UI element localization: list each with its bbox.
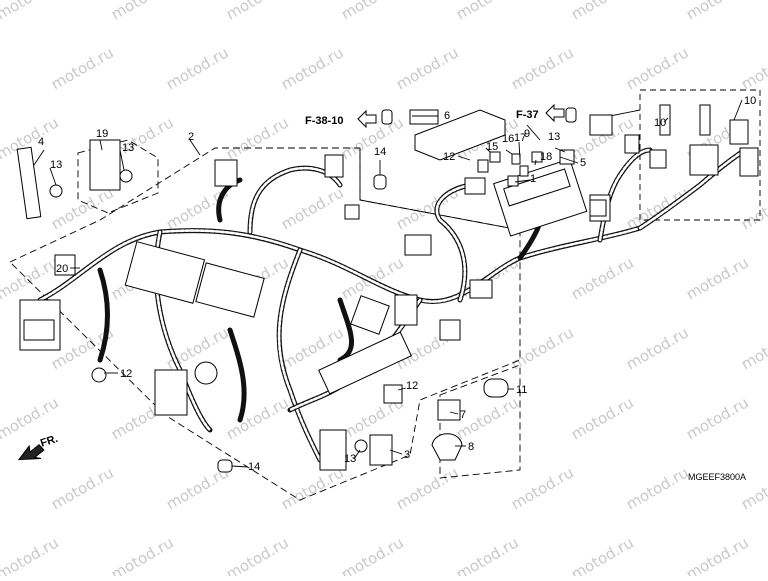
watermark-text: motod.ru (48, 43, 117, 93)
callout-18: 18 (540, 151, 552, 163)
callout-12: 12 (406, 380, 418, 392)
watermark-text: motod.ru (683, 0, 752, 23)
callout-15: 15 (486, 141, 498, 153)
watermark-text: motod.ru (108, 533, 177, 576)
drawing-code: MGEEF3800A (688, 472, 746, 482)
watermark-text: motod.ru (393, 43, 462, 93)
callout-16: 16 (502, 133, 514, 145)
callout-labels: 4 13 19 13 2 14 6 9 13 5 16 15 17 18 1 1… (38, 95, 756, 473)
watermark-text: motod.ru (683, 253, 752, 303)
watermark-text: motod.ru (508, 463, 577, 513)
callout-5: 5 (580, 157, 586, 169)
watermark-text: motod.ru (163, 43, 232, 93)
svg-text:F-38-10: F-38-10 (305, 115, 344, 127)
assembly-frames (9, 89, 761, 501)
watermark-text: motod.ru (683, 393, 752, 443)
callout-17: 17 (514, 132, 526, 144)
watermark-text: motod.ru (568, 253, 637, 303)
watermark-text: motod.ru (568, 0, 637, 23)
callout-11: 11 (516, 384, 527, 396)
watermark-text: motod.ru (453, 533, 522, 576)
callout-12: 12 (120, 368, 132, 380)
watermark-text: motod.ru (0, 463, 2, 513)
watermark-text: motod.ru (683, 533, 752, 576)
watermark-text: motod.ru (623, 323, 692, 373)
callout-8: 8 (468, 441, 474, 453)
watermark-text: motod.ru (338, 0, 407, 23)
leader-lines (33, 99, 743, 468)
watermark-text: motod.ru (738, 323, 768, 373)
callout-6: 6 (444, 110, 450, 122)
watermark-text: motod.ru (568, 533, 637, 576)
watermark-text: motod.ru (223, 113, 292, 163)
callout-3: 3 (404, 449, 410, 461)
front-direction-indicator: FR. (17, 433, 60, 461)
watermark-text: motod.ru (278, 43, 347, 93)
watermark-text: motod.ru (623, 43, 692, 93)
watermark-text: motod.ru (623, 183, 692, 233)
watermark-text: motod.ru (508, 43, 577, 93)
watermark-text: motod.ru (0, 533, 62, 576)
watermark-text: motod.ru (0, 323, 2, 373)
reference-f-37[interactable]: F-37 (516, 103, 565, 123)
callout-12: 12 (443, 151, 455, 163)
watermark-text: motod.ru (453, 0, 522, 23)
components (16, 104, 759, 473)
callout-4: 4 (38, 136, 44, 148)
watermark-text: motod.ru (278, 183, 347, 233)
callout-2: 2 (188, 131, 194, 143)
watermark-text: motod.ru (393, 463, 462, 513)
watermark-text: motod.ru (568, 393, 637, 443)
watermark-text: motod.ru (738, 43, 768, 93)
callout-9: 9 (524, 128, 530, 140)
callout-10: 10 (744, 95, 756, 107)
svg-text:F-37: F-37 (516, 109, 539, 121)
watermark-text: motod.ru (738, 183, 768, 233)
svg-text:FR.: FR. (39, 433, 60, 450)
watermark-text: motod.ru (0, 0, 62, 23)
watermark-text: motod.ru (223, 533, 292, 576)
callout-20: 20 (56, 263, 68, 275)
callout-13: 13 (344, 453, 356, 465)
watermark-text: motod.ru (0, 43, 2, 93)
watermark-text: motod.ru (223, 0, 292, 23)
watermark-text: motod.ru (623, 463, 692, 513)
watermark-text: motod.ru (738, 463, 768, 513)
watermark-text: motod.ru (278, 463, 347, 513)
callout-14: 14 (374, 146, 386, 158)
watermark-text: motod.ru (0, 253, 62, 303)
reference-f-38-10[interactable]: F-38-10 (305, 109, 377, 129)
callout-13: 13 (122, 142, 134, 154)
watermark-text: motod.ru (108, 0, 177, 23)
watermark-text: motod.ru (0, 183, 2, 233)
watermark-text: motod.ru (48, 463, 117, 513)
watermark-text: motod.ru (338, 533, 407, 576)
callout-19: 19 (96, 128, 108, 140)
callout-14: 14 (248, 461, 260, 473)
watermark-text: motod.ru (163, 183, 232, 233)
callout-10: 10 (654, 117, 666, 129)
callout-13: 13 (548, 131, 560, 143)
callout-7: 7 (460, 409, 466, 421)
callout-13: 13 (50, 159, 62, 171)
watermark-text: motod.ru (223, 393, 292, 443)
callout-1: 1 (530, 173, 536, 185)
